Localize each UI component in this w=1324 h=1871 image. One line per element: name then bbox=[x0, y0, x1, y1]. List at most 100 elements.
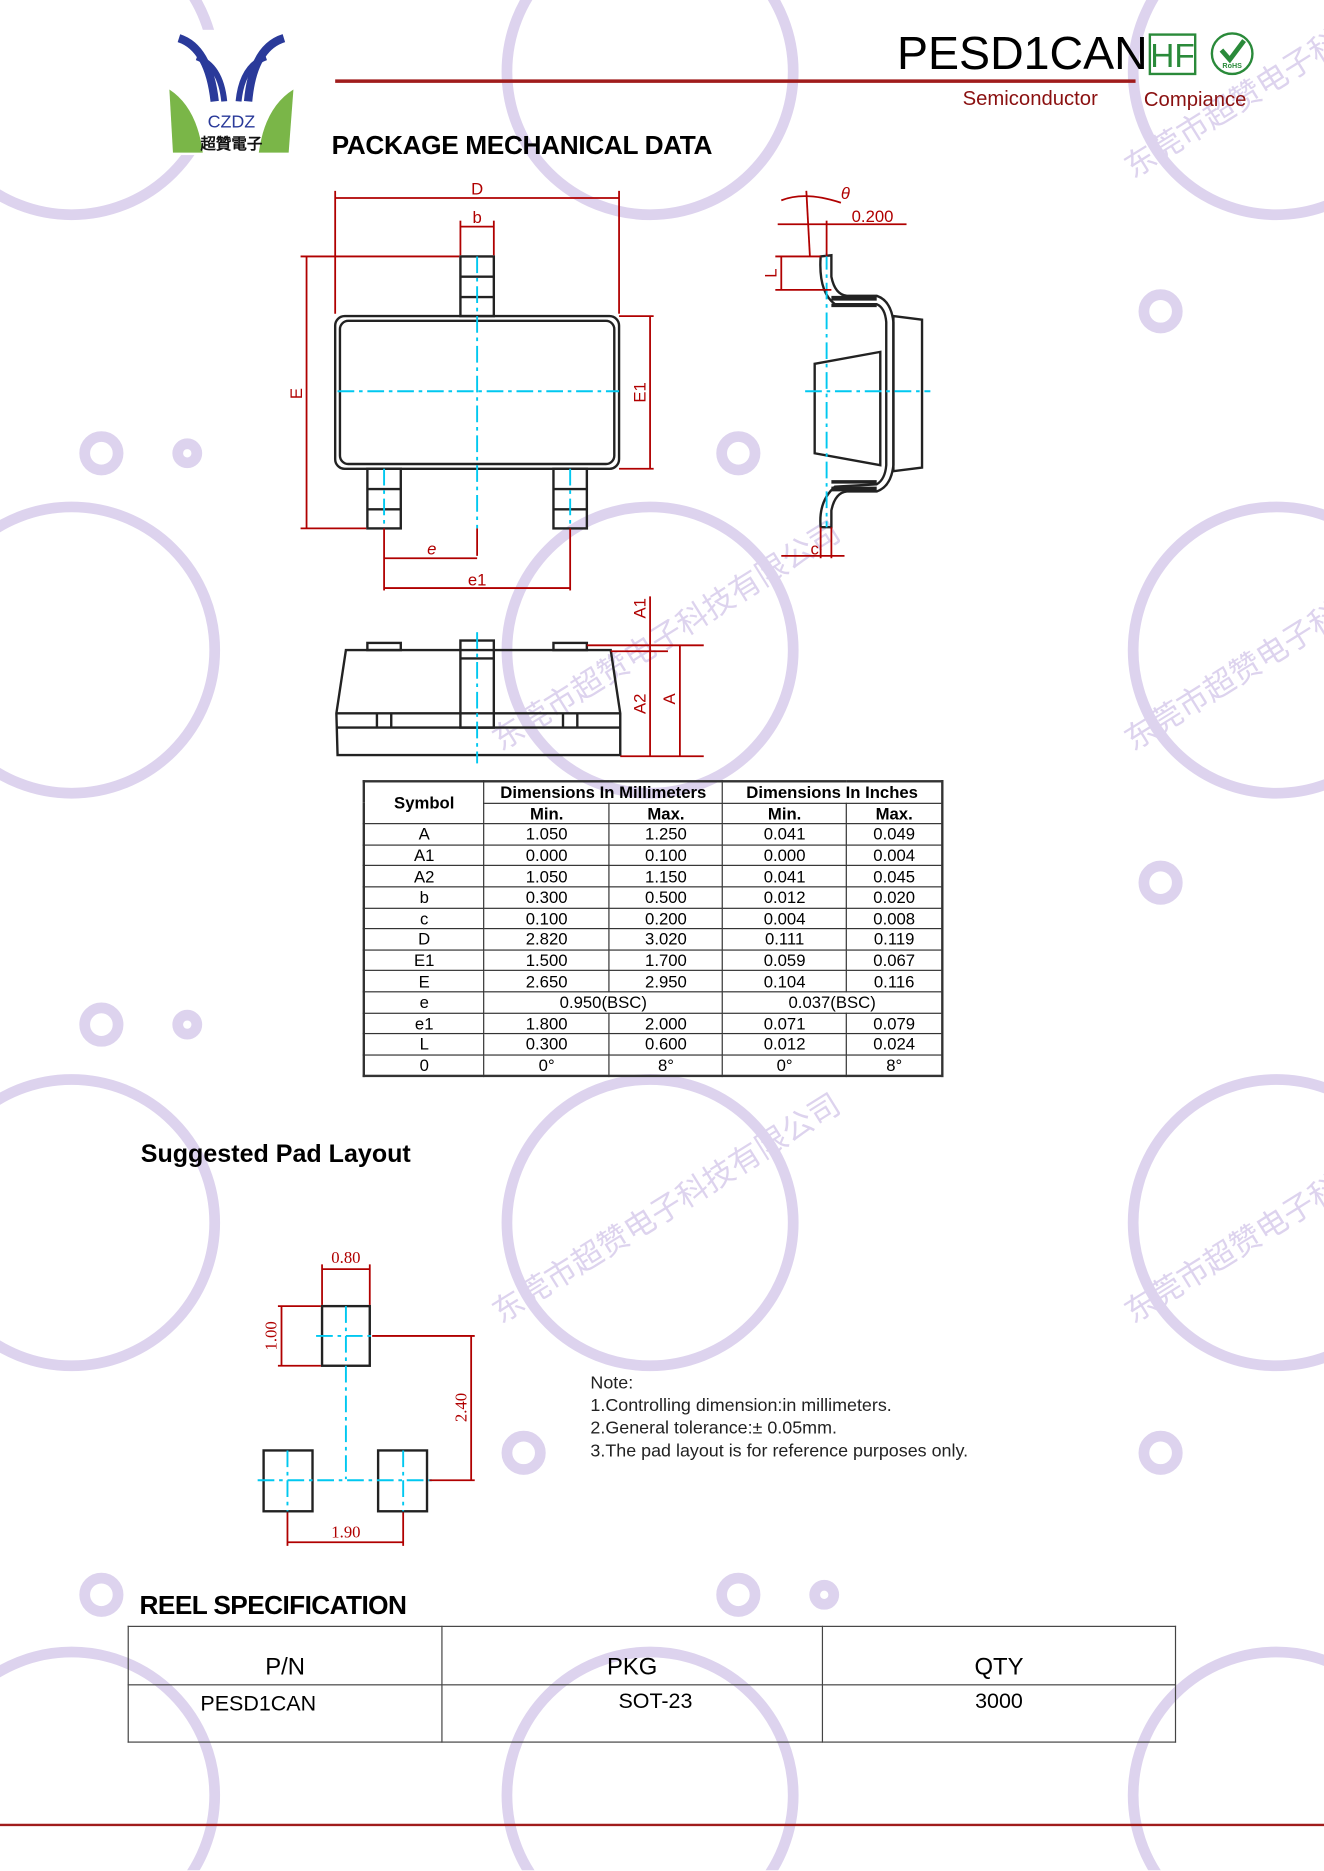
svg-text:c: c bbox=[811, 540, 819, 559]
value-cell: 0.059 bbox=[721, 949, 848, 972]
pad-layout-title: Suggested Pad Layout bbox=[140, 1140, 411, 1168]
svg-text:L: L bbox=[762, 269, 781, 278]
value-cell: 2.820 bbox=[483, 928, 610, 951]
in-min-header: Min. bbox=[721, 802, 848, 825]
value-cell: 0.300 bbox=[483, 886, 610, 909]
value-cell: 1.800 bbox=[483, 1012, 610, 1035]
value-cell: 0.041 bbox=[721, 823, 848, 846]
value-cell: 0.500 bbox=[608, 886, 724, 909]
reel-table: P/N PKG QTY PESD1CAN SOT-23 3000 bbox=[127, 1625, 1177, 1743]
value-cell: 0.116 bbox=[846, 970, 943, 993]
svg-text:1.90: 1.90 bbox=[331, 1523, 360, 1542]
value-cell: 8° bbox=[846, 1054, 943, 1077]
inch-header: Dimensions In Inches bbox=[721, 780, 943, 804]
symbol-cell: E bbox=[363, 970, 485, 993]
value-cell: 0.020 bbox=[846, 886, 943, 909]
symbol-cell: e1 bbox=[363, 1012, 485, 1035]
svg-text:A2: A2 bbox=[630, 694, 649, 714]
value-cell: 1.150 bbox=[608, 865, 724, 888]
value-cell: 0.071 bbox=[721, 1012, 848, 1035]
symbol-cell: A bbox=[363, 823, 485, 846]
value-cell: 0.012 bbox=[721, 886, 848, 909]
reel-qty: 3000 bbox=[821, 1684, 1177, 1743]
value-cell: 1.700 bbox=[608, 949, 724, 972]
value-cell: 0.100 bbox=[608, 844, 724, 867]
value-cell: 0.037(BSC) bbox=[721, 991, 943, 1014]
value-cell: 1.050 bbox=[483, 823, 610, 846]
reel-title: REEL SPECIFICATION bbox=[139, 1590, 407, 1620]
svg-text:A: A bbox=[660, 693, 679, 705]
value-cell: 0.012 bbox=[721, 1033, 848, 1056]
company-logo: CZDZ 超贊電子 bbox=[166, 29, 296, 156]
side-view-drawing: θ 0.200 L c bbox=[762, 184, 931, 559]
svg-text:超贊電子: 超贊電子 bbox=[199, 134, 263, 153]
value-cell: 2.950 bbox=[608, 970, 724, 993]
value-cell: 8° bbox=[608, 1054, 724, 1077]
value-cell: 0.950(BSC) bbox=[483, 991, 724, 1014]
value-cell: 0.049 bbox=[846, 823, 943, 846]
notes: Note: 1.Controlling dimension:in millime… bbox=[590, 1372, 968, 1463]
value-cell: 0.041 bbox=[721, 865, 848, 888]
mm-min-header: Min. bbox=[483, 802, 610, 825]
value-cell: 0.104 bbox=[721, 970, 848, 993]
value-cell: 2.000 bbox=[608, 1012, 724, 1035]
semiconductor-label: Semiconductor bbox=[962, 87, 1098, 110]
value-cell: 0° bbox=[721, 1054, 848, 1077]
dimensions-table: Symbol Dimensions In Millimeters Dimensi… bbox=[362, 780, 944, 1078]
symbol-cell: A2 bbox=[363, 865, 485, 888]
svg-text:RoHS: RoHS bbox=[1222, 62, 1242, 70]
reel-pkg: SOT-23 bbox=[441, 1684, 824, 1743]
svg-text:θ: θ bbox=[841, 184, 850, 203]
value-cell: 0.000 bbox=[483, 844, 610, 867]
symbol-cell: 0 bbox=[363, 1054, 485, 1077]
value-cell: 0.024 bbox=[846, 1033, 943, 1056]
part-number-title: PESD1CAN bbox=[896, 28, 1148, 80]
value-cell: 0.004 bbox=[846, 844, 943, 867]
mm-header: Dimensions In Millimeters bbox=[483, 780, 724, 804]
hf-badge: HF bbox=[1148, 33, 1197, 76]
reel-header-pn: P/N bbox=[127, 1625, 443, 1686]
value-cell: 0.067 bbox=[846, 949, 943, 972]
symbol-header: Symbol bbox=[363, 780, 485, 825]
svg-text:E: E bbox=[287, 388, 306, 399]
value-cell: 1.050 bbox=[483, 865, 610, 888]
value-cell: 0.045 bbox=[846, 865, 943, 888]
note-3: 3.The pad layout is for reference purpos… bbox=[590, 1440, 969, 1462]
svg-text:1.00: 1.00 bbox=[262, 1321, 281, 1350]
symbol-cell: e bbox=[363, 991, 485, 1014]
symbol-cell: c bbox=[363, 907, 485, 930]
reel-pn: PESD1CAN bbox=[127, 1684, 443, 1743]
note-heading: Note: bbox=[590, 1372, 634, 1394]
svg-text:E1: E1 bbox=[630, 382, 649, 402]
value-cell: 0.100 bbox=[483, 907, 610, 930]
svg-text:b: b bbox=[472, 208, 481, 227]
value-cell: 0.000 bbox=[721, 844, 848, 867]
value-cell: 0° bbox=[483, 1054, 610, 1077]
value-cell: 3.020 bbox=[608, 928, 724, 951]
package-title: PACKAGE MECHANICAL DATA bbox=[331, 130, 713, 160]
value-cell: 0.600 bbox=[608, 1033, 724, 1056]
value-cell: 0.119 bbox=[846, 928, 943, 951]
svg-text:HF: HF bbox=[1150, 38, 1195, 75]
compliance-label: Compiance bbox=[1143, 88, 1247, 111]
svg-text:东莞市超赞电子科技有限公司: 东莞市超赞电子科技有限公司 bbox=[1118, 514, 1324, 758]
reel-header-pkg: PKG bbox=[441, 1625, 824, 1686]
value-cell: 0.200 bbox=[608, 907, 724, 930]
svg-text:0.80: 0.80 bbox=[331, 1248, 360, 1267]
svg-text:e: e bbox=[427, 540, 436, 559]
value-cell: 1.250 bbox=[608, 823, 724, 846]
reel-header-qty: QTY bbox=[821, 1625, 1177, 1686]
svg-text:e1: e1 bbox=[468, 571, 487, 590]
value-cell: 1.500 bbox=[483, 949, 610, 972]
